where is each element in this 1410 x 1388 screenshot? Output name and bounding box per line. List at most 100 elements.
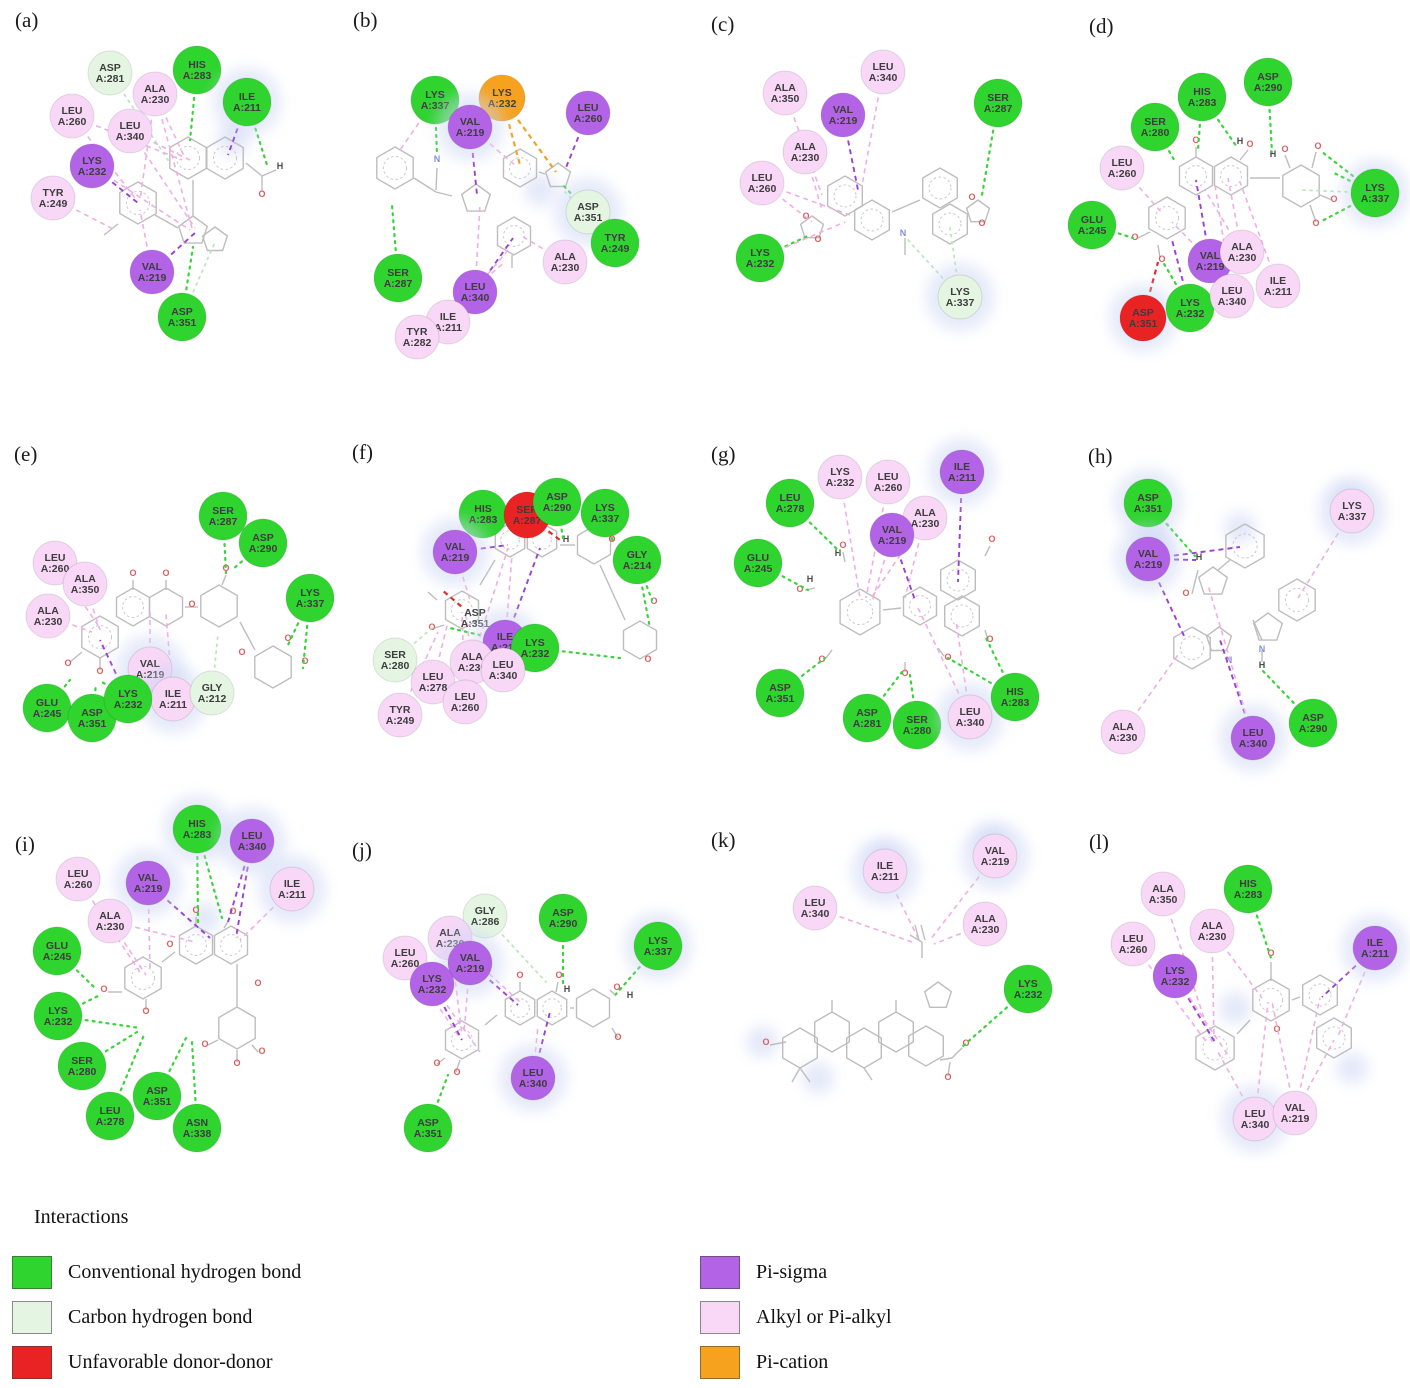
residue-name: ASP [81, 707, 103, 719]
residue-badge [1230, 715, 1276, 761]
residue-name: LEU [120, 120, 141, 132]
residue-name: LEU [1245, 1108, 1266, 1120]
residue-name: VAL [445, 541, 466, 553]
residue-name: GLY [627, 549, 648, 561]
interaction-line-s [170, 231, 197, 256]
residue-badge [107, 108, 153, 154]
interaction-line-a [782, 198, 813, 223]
interaction-line-a [153, 141, 191, 161]
interaction-line-c [213, 633, 219, 668]
residue-number: A:230 [458, 662, 487, 674]
molecule-ring [254, 645, 292, 689]
residue-name: LYS [1165, 965, 1184, 977]
interaction-line-g [1196, 123, 1202, 152]
interaction-line-s [166, 899, 211, 939]
residue-name: TYR [390, 704, 411, 716]
interaction-line-a [161, 118, 193, 229]
molecule-bond [555, 981, 559, 993]
residue-number: A:280 [903, 725, 932, 737]
interaction-line-g [301, 624, 309, 670]
atom-label: H [1196, 552, 1203, 562]
panel-label-j: (j) [352, 838, 372, 862]
residue-name: SER [387, 267, 409, 279]
residue-name: ALA [794, 141, 816, 153]
residue-number: A:283 [183, 829, 212, 841]
interaction-line-a [1147, 964, 1209, 1045]
residue-badge [633, 921, 683, 971]
legend-label: Conventional hydrogen bond [68, 1261, 302, 1283]
interaction-line-s [489, 237, 514, 272]
residue-number: A:249 [386, 715, 415, 727]
residue-number: A:211 [278, 889, 306, 901]
residue-number: A:351 [1134, 503, 1163, 515]
residue-badge [862, 848, 908, 894]
interaction-line-g [1117, 232, 1135, 240]
interaction-line-g [75, 969, 99, 992]
atom-label: O [433, 1058, 440, 1068]
residue-number: A:230 [971, 924, 1000, 936]
residue-badge [1272, 1090, 1318, 1136]
residue-name: LYS [750, 247, 769, 259]
residue-number: A:232 [1161, 976, 1190, 988]
residue-badge [739, 160, 785, 206]
interaction-line-g [1260, 668, 1295, 704]
atom-label: O [166, 939, 173, 949]
aromatic-circle [175, 145, 201, 171]
panel-a: OHASPA:281ALAA:230HISA:283ILEA:211LEUA:2… [30, 45, 283, 342]
interaction-line-g [946, 656, 992, 685]
residue-name: ASP [577, 201, 599, 213]
molecule-ring [878, 1011, 914, 1053]
molecule-bond [799, 1067, 811, 1083]
molecule-ring [1213, 156, 1249, 196]
residue-number: A:260 [874, 482, 903, 494]
residue-number: A:280 [381, 660, 410, 672]
residue-name: VAL [833, 104, 854, 116]
interaction-line-a [904, 543, 920, 599]
molecule-ring [846, 1027, 882, 1069]
residue-badge [372, 637, 418, 683]
atom-label: H [1237, 136, 1244, 146]
residue-name: ASN [186, 1117, 208, 1129]
residue-badge [765, 478, 815, 528]
panel-c: OOOONLEUA:340ALAA:350VALA:219SERA:287ALA… [735, 49, 1023, 331]
interaction-line-g [980, 129, 995, 197]
interaction-line-g [1167, 150, 1178, 165]
residue-badge [198, 491, 248, 541]
residue-number: A:283 [1001, 697, 1030, 709]
interaction-line-g [610, 536, 614, 542]
residue-badge [57, 1041, 107, 1091]
legend-swatch-alkyl [700, 1301, 740, 1334]
residue-name: VAL [1200, 250, 1221, 262]
interaction-line-g [196, 855, 200, 924]
residue-name: LYS [648, 935, 667, 947]
residue-number: A:340 [869, 72, 898, 84]
interaction-line-s [111, 181, 139, 204]
residue-name: LYS [1180, 297, 1199, 309]
molecule-bond [435, 167, 438, 191]
residue-badge [1100, 709, 1146, 755]
atom-label: O [1246, 139, 1253, 149]
residue-number: A:260 [391, 958, 420, 970]
interaction-line-a [1211, 956, 1215, 1041]
residue-number: A:230 [1228, 252, 1257, 264]
residue-number: A:260 [451, 702, 480, 714]
interaction-line-c [1299, 189, 1348, 193]
interaction-line-g [561, 650, 622, 660]
interaction-line-a [143, 152, 196, 229]
residue-name: GLY [202, 682, 223, 694]
residue-name: HIS [474, 503, 492, 515]
legend-swatch-pi_sigma [700, 1256, 740, 1289]
atom-label: O [229, 906, 236, 916]
